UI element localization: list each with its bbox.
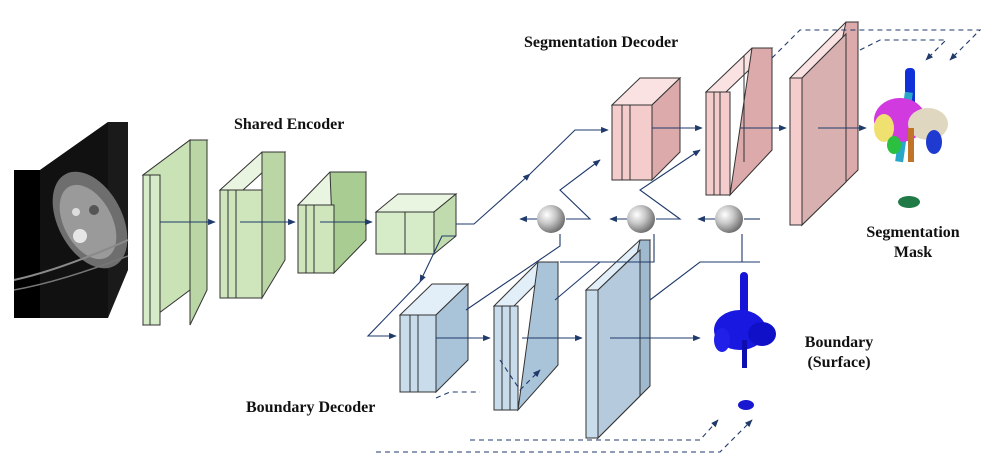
boundary-block-2 [492, 261, 560, 412]
encoder-block-2 [218, 151, 287, 300]
input-ct-volume [13, 122, 129, 318]
attention-spheres [537, 205, 743, 233]
boundary-block-3 [584, 239, 652, 440]
boundary-label-line2: (Surface) [807, 354, 870, 371]
encoder-block-1 [141, 139, 209, 326]
attention-sphere-2 [627, 205, 655, 233]
boundary-surface-render [714, 272, 776, 410]
segmentation-mask-label-line1: Segmentation [866, 224, 959, 241]
segmentation-mask-label-line2: Mask [894, 244, 932, 261]
boundary-decoder-label: Boundary Decoder [246, 399, 375, 416]
encoder-block-3 [296, 171, 368, 275]
seg-block-1 [610, 76, 682, 182]
shared-encoder [141, 139, 458, 326]
segmentation-decoder [610, 21, 860, 227]
shared-encoder-label: Shared Encoder [234, 116, 344, 133]
encoder-block-4 [374, 192, 458, 256]
attention-sphere-1 [537, 205, 565, 233]
seg-block-2 [704, 47, 774, 197]
seg-block-3 [788, 21, 860, 227]
flow-arrows [160, 124, 867, 342]
boundary-label-line1: Boundary [805, 334, 873, 351]
segmentation-decoder-label: Segmentation Decoder [524, 34, 678, 51]
segmentation-mask-render [874, 68, 948, 208]
attention-sphere-3 [715, 205, 743, 233]
skip-connections [376, 29, 982, 453]
boundary-decoder [398, 239, 652, 440]
